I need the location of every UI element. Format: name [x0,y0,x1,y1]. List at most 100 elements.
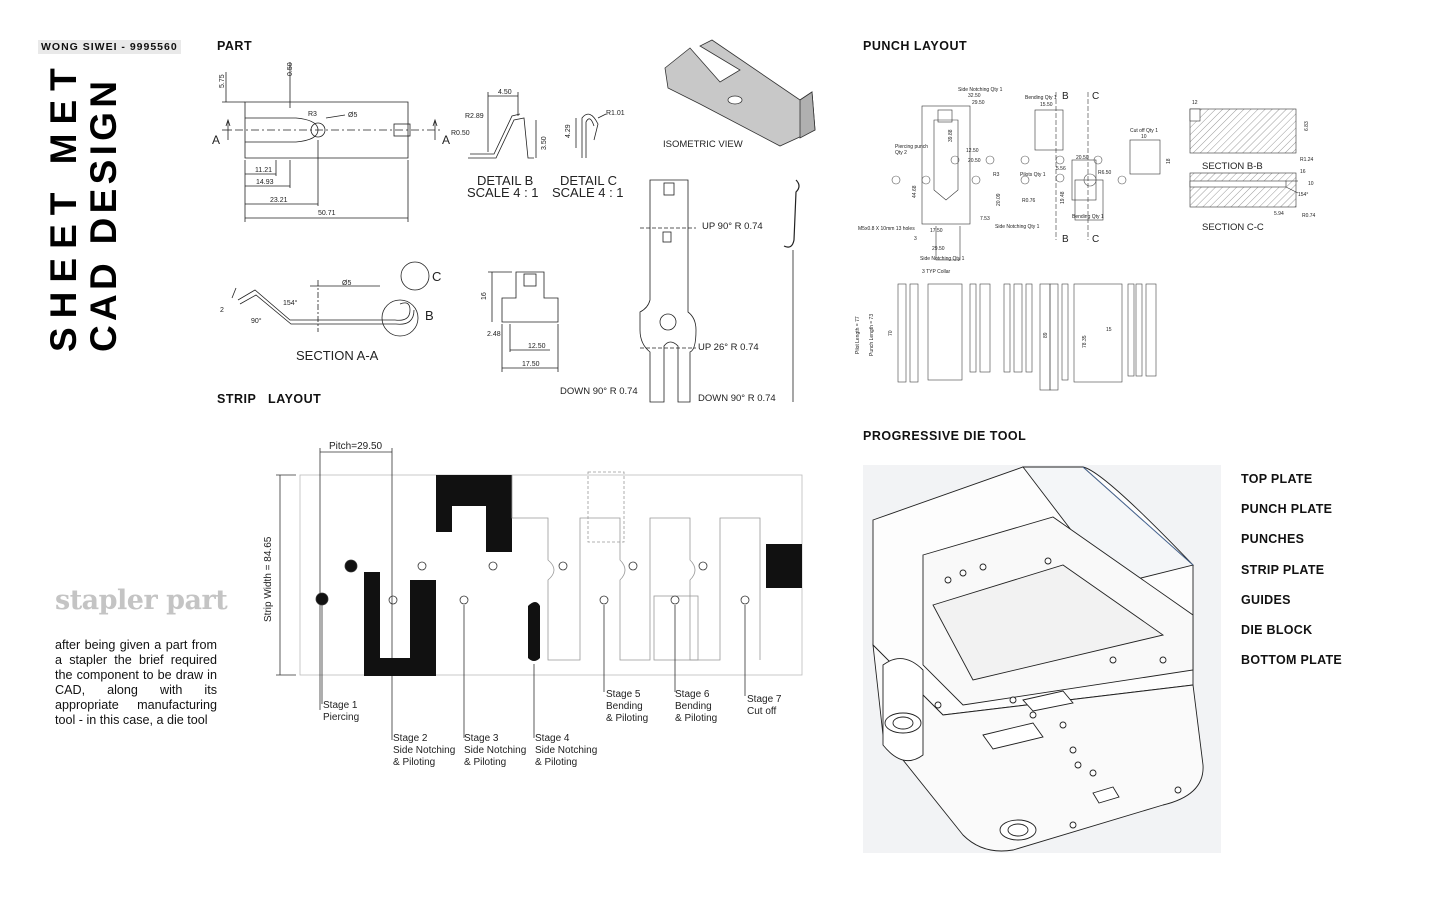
stage-4-desc: Side Notching [535,745,597,756]
isometric-label: ISOMETRIC VIEW [663,139,743,150]
pl-cutoff: Cut off Qty 1 [1130,128,1158,134]
stage-5-desc2: & Piloting [606,713,648,724]
dim-14-93: 14.93 [256,179,274,186]
front-view-text: 16 2.48 12.50 17.50 [481,292,546,368]
punch-pins [897,283,1157,391]
pl-side-notch-1: Side Notching Qty 1 [958,87,1003,93]
dim-r0-50: R0.50 [451,130,470,137]
stage-2-title: Stage 2 [393,733,428,744]
pl-r6-50: R6.50 [1098,170,1112,176]
vertical-title: SHEET METAL CAD DESIGN [43,64,124,352]
pl-side-notch-3: Side Notching Qty 1 [995,224,1040,230]
flat-pattern-drawing [639,179,800,403]
stage-6-desc2: & Piloting [675,713,717,724]
pl-29-50b: 29.50 [932,246,945,252]
pl-r3: R3 [993,172,1000,178]
stage-7-desc: Cut off [747,706,776,717]
pitch-label: Pitch=29.50 [329,441,383,452]
stage-4-label: Stage 4 Side Notching & Piloting [535,733,597,768]
sec-r0-74: R0.74 [1302,213,1316,219]
isometric-view-drawing [664,39,816,147]
label-c: C [432,269,441,284]
pl-15: 15 [1106,327,1112,333]
pl-piercing: Piercing punch [895,144,928,150]
stage-1-label: Stage 1 Piercing [323,700,359,723]
detail-c-title: DETAIL C [560,173,617,188]
detail-b-text: 4.50 R2.89 R0.50 3.50 DETAIL B SCALE 4 :… [451,89,548,200]
dim-3-50: 3.50 [541,136,548,150]
dim-16: 16 [481,292,488,300]
label-a-right: A [442,133,450,147]
legend-bottom-plate: BOTTOM PLATE [1241,653,1343,668]
stage-2-desc2: & Piloting [393,757,435,768]
stage-3-label: Stage 3 Side Notching & Piloting [464,733,526,768]
stage-5-label: Stage 5 Bending & Piloting [606,689,648,724]
sec-12: 12 [1192,100,1198,106]
stage-1-desc: Piercing [323,712,359,723]
pl-pilot: Pilots Qty 1 [1020,172,1046,178]
legend-guides: GUIDES [1241,592,1291,607]
stage-4-desc2: & Piloting [535,757,577,768]
dim-17-50: 17.50 [522,361,540,368]
stage-6-title: Stage 6 [675,689,710,700]
detail-b-drawing [468,92,537,159]
stage-5-title: Stage 5 [606,689,641,700]
progressive-die-heading: PROGRESSIVE DIE TOOL [863,429,1027,443]
pl-piercing-qty: Qty 2 [895,150,907,156]
flat-up-90: UP 90° R 0.74 [702,221,763,232]
pl-holes: M5x0.8 X 10mm 13 holes [858,226,915,232]
sec-r1-24: R1.24 [1300,157,1314,163]
pl-label-c-bot: C [1092,234,1099,245]
dim-5-75: 5.75 [219,74,226,88]
pl-32-50: 32.50 [968,93,981,99]
legend-punch-plate: PUNCH PLATE [1241,502,1333,517]
strip-layout-heading: STRIP LAYOUT [217,392,322,406]
stage-6-label: Stage 6 Bending & Piloting [675,689,717,724]
subtitle: stapler part [55,585,228,616]
pl-89: 89 [1043,332,1049,338]
dim-4-29: 4.29 [565,124,572,138]
detail-b-title: DETAIL B [477,173,533,188]
dim-r3: R3 [308,111,317,118]
dim-phi5-aa: Ø5 [342,280,351,287]
part-drawing: 5.75 0.50 R3 Ø5 11.21 14.93 23.21 50.71 … [212,39,816,404]
stage-2-label: Stage 2 Side Notching & Piloting [393,733,455,768]
sec-16: 16 [1300,169,1306,175]
part-top-dims: 5.75 0.50 R3 Ø5 11.21 14.93 23.21 50.71 … [212,62,450,217]
die-tool-render [863,465,1221,853]
legend-top-plate: TOP PLATE [1241,472,1313,486]
pl-78-35: 78.35 [1082,335,1088,348]
legend-die-block: DIE BLOCK [1241,622,1313,637]
part-heading: PART [217,39,253,53]
legend-strip-plate: STRIP PLATE [1241,562,1325,577]
pl-r0-76: R0.76 [1022,198,1036,204]
sec-10: 10 [1308,181,1314,187]
sec-154-deg: 154° [1298,192,1308,198]
pl-3: 3 [914,236,917,242]
punch-layout-drawing: Side Notching Qty 1 32.50 29.50 Bending … [855,87,1172,391]
die-legend: TOP PLATE PUNCH PLATE PUNCHES STRIP PLAT… [1241,472,1342,683]
pl-20-09: 20.09 [996,193,1002,206]
section-cc-title: SECTION C-C [1202,222,1264,233]
pl-44-68: 44.68 [912,185,918,198]
stage-4-title: Stage 4 [535,733,570,744]
detail-c-drawing [575,113,607,158]
detail-c-scale: SCALE 4 : 1 [552,185,624,200]
stage-5-desc: Bending [606,701,643,712]
dim-2-48: 2.48 [487,331,501,338]
section-aa-drawing [231,261,430,337]
pl-bending-1: Bending Qty 1 [1025,95,1057,101]
title-line2: CAD DESIGN [83,72,124,352]
detail-c-text: R1.01 4.29 DETAIL C SCALE 4 : 1 [552,110,625,200]
sections-text: 12 6.83 R1.24 SECTION B-B 16 10 154° 5.9… [1192,100,1316,233]
detail-b-scale: SCALE 4 : 1 [467,185,539,200]
punch-layout-heading: PUNCH LAYOUT [863,39,968,53]
part-top-view [222,62,440,222]
section-bb-title: SECTION B-B [1202,161,1263,172]
label-b: B [425,308,434,323]
stage-3-desc: Side Notching [464,745,526,756]
sec-6-83: 6.83 [1304,121,1310,131]
sections-drawing: 12 6.83 R1.24 SECTION B-B 16 10 154° 5.9… [1189,100,1316,233]
pl-20-50: 20.50 [968,158,981,164]
flat-down-90-a: DOWN 90° R 0.74 [560,386,638,397]
